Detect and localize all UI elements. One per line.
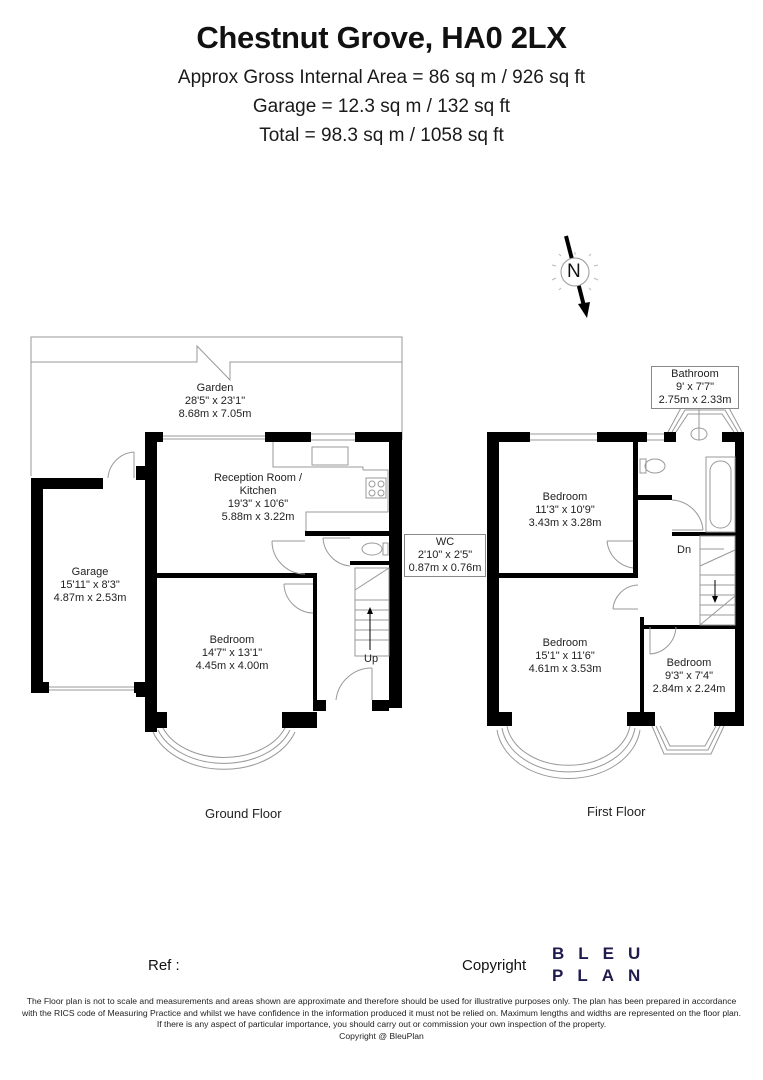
ground-floor-walls [136,432,402,732]
room-label-wc: WC 2'10" x 2'5" 0.87m x 0.76m [404,534,486,577]
logo-line-2: PLAN [552,966,655,985]
ref-label: Ref : [148,957,180,974]
stairs-down-label: Dn [677,544,692,556]
room-label-reception-kitchen: Reception Room / Kitchen 19'3" x 10'6" 5… [213,472,303,523]
room-label-ground-bedroom: Bedroom 14'7" x 13'1" 4.45m x 4.00m [195,634,269,672]
room-label-first-bedroom-small: Bedroom 9'3" x 7'4" 2.84m x 2.24m [652,657,726,695]
garden-outline [30,336,403,476]
total-area: Total = 98.3 sq m / 1058 sq ft [259,125,504,146]
property-title: Chestnut Grove, HA0 2LX [196,20,567,55]
room-label-first-bedroom-front: Bedroom 15'1" x 11'6" 4.61m x 3.53m [528,637,602,675]
logo-line-1: BLEU [552,944,655,963]
room-label-bathroom: Bathroom 9' x 7'7" 2.75m x 2.33m [651,366,739,409]
first-floor-walls [487,432,744,726]
room-label-first-bedroom-rear: Bedroom 11'3" x 10'9" 3.43m x 3.28m [528,491,602,529]
disclaimer: The Floor plan is not to scale and measu… [22,996,741,1041]
copyright-label: Copyright [462,957,527,974]
bleuplan-logo: BLEU PLAN [552,943,654,987]
ground-floor-label: Ground Floor [205,806,282,821]
stairs-up-label: Up [364,653,379,665]
first-floor-label: First Floor [587,804,646,819]
compass-north-label: N [567,261,581,282]
garage-area: Garage = 12.3 sq m / 132 sq ft [252,96,511,117]
room-label-garden: Garden 28'5" x 23'1" 8.68m x 7.05m [178,382,252,420]
gross-internal-area: Approx Gross Internal Area = 86 sq m / 9… [177,67,586,88]
north-arrow-icon [551,235,599,318]
room-label-garage: Garage 15'11" x 8'3" 4.87m x 2.53m [53,566,127,604]
